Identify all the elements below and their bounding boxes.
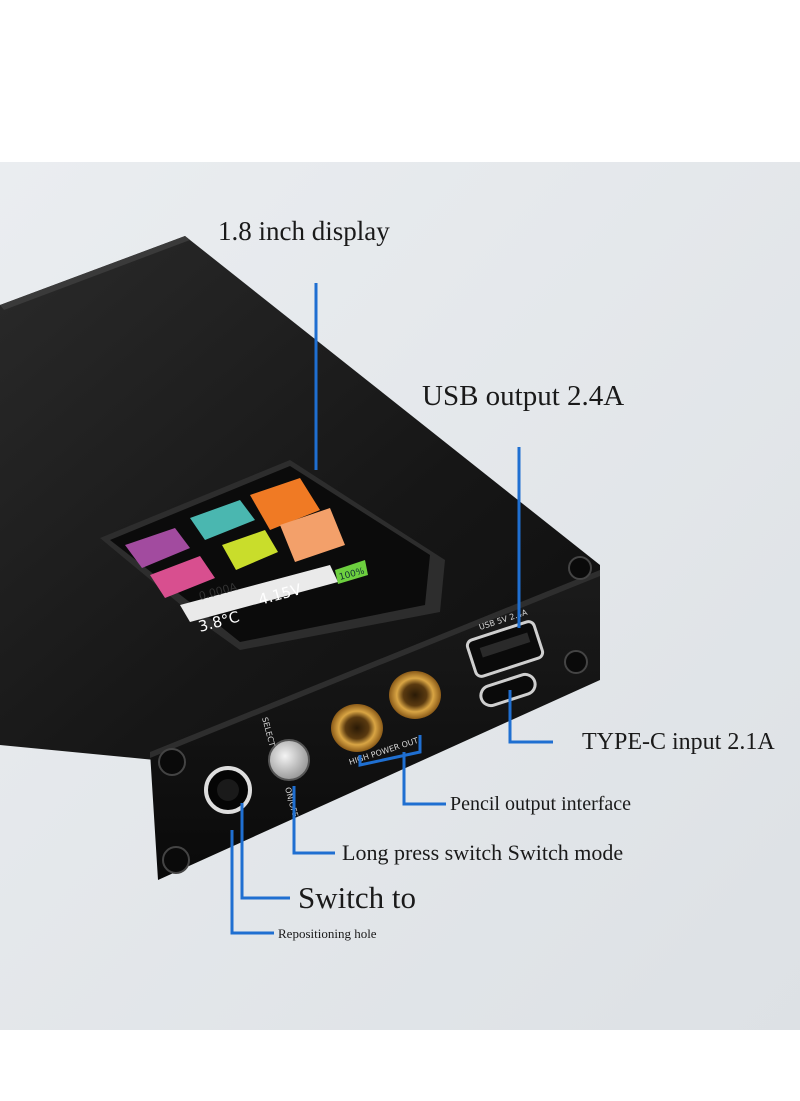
select-button (268, 739, 310, 781)
battery-indicator (335, 560, 368, 584)
device-top-edge (0, 236, 190, 310)
tile-pulse (150, 556, 215, 598)
tile-mode (280, 508, 345, 562)
tile-settings (250, 478, 320, 530)
long-press-callout-label: Long press switch Switch mode (342, 840, 624, 865)
callout-line-switch (240, 803, 290, 900)
callout-bracket-pencil (358, 735, 422, 767)
repositioning-callout-label: Repositioning hole (278, 926, 377, 941)
tile-preheat (222, 530, 278, 570)
callout-line-longpress (292, 786, 335, 855)
device-front-bevel (150, 570, 600, 758)
tile-count (125, 528, 190, 568)
pencil-output-callout-label: Pencil output interface (450, 793, 632, 815)
callout-line-pencil (402, 752, 446, 806)
callout-line-typec (508, 690, 553, 744)
switch-to-callout-label: Switch to (298, 880, 416, 915)
weld-current-bar (180, 565, 338, 622)
screw-top-right (568, 556, 592, 580)
screw-top-left (158, 748, 186, 776)
callout-lines (230, 283, 553, 935)
display-callout-label: 1.8 inch display (218, 216, 390, 246)
callout-line-reposition (230, 830, 274, 935)
tile-interval (190, 500, 255, 540)
pencil-socket-left (331, 704, 383, 752)
screw-bottom-right (564, 650, 588, 674)
screw-bottom-left (162, 846, 190, 874)
typec-input-callout-label: TYPE-C input 2.1A (582, 729, 775, 755)
usb-output-callout-label: USB output 2.4A (422, 380, 625, 412)
pencil-socket-right (389, 671, 441, 719)
